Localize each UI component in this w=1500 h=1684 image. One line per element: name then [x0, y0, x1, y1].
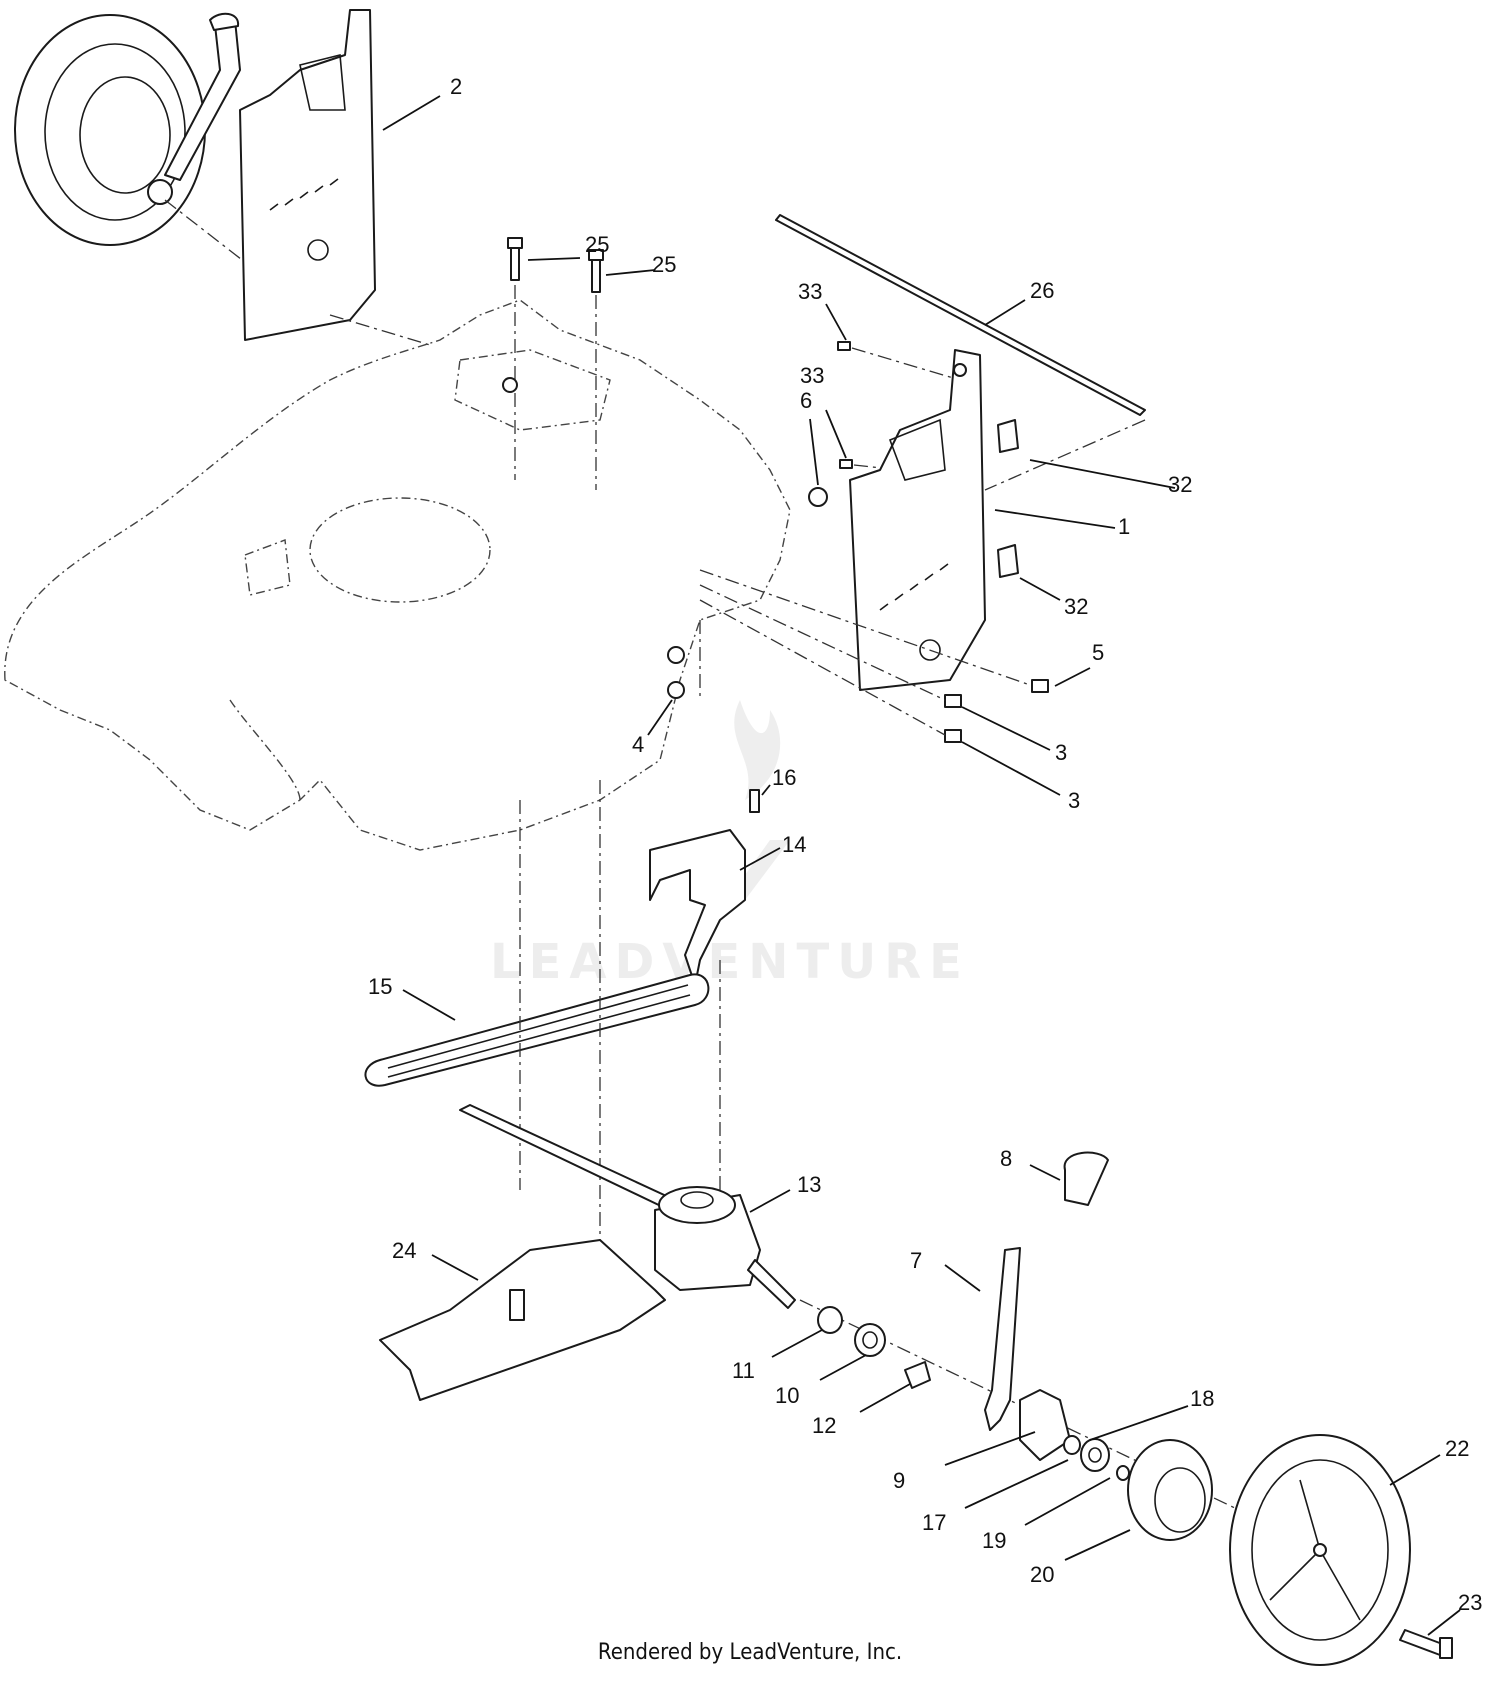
render-credit: Rendered by LeadVenture, Inc.	[597, 1640, 903, 1665]
washer-19	[1116, 1465, 1130, 1481]
height-adjust-rod	[775, 214, 1146, 416]
callout-6: 6	[800, 388, 812, 413]
callout-11: 11	[732, 1358, 755, 1383]
callout-14: 14	[782, 832, 806, 857]
nut	[502, 377, 518, 393]
callout-33-b: 33	[800, 363, 824, 388]
callout-16: 16	[772, 765, 796, 790]
callout-26: 26	[1030, 278, 1054, 303]
washer-17	[1063, 1435, 1081, 1455]
screw-33-b	[839, 459, 853, 469]
axis-line	[329, 314, 431, 346]
mower-deck-outline	[4, 299, 791, 851]
height-adjust-lever-right	[984, 1247, 1021, 1431]
callout-2: 2	[450, 74, 462, 99]
bolt-5	[1031, 679, 1049, 693]
callout-32-a: 32	[1168, 472, 1192, 497]
callout-10: 10	[775, 1383, 799, 1408]
callout-3-a: 3	[1055, 740, 1067, 765]
height-adjust-lever-left	[164, 12, 241, 181]
callout-5: 5	[1092, 640, 1104, 665]
washer-11	[817, 1306, 843, 1334]
screw-16	[749, 789, 760, 813]
callout-24: 24	[392, 1238, 416, 1263]
axis-line	[699, 419, 1146, 736]
nut-6	[808, 487, 828, 507]
pivot-plate	[1019, 1389, 1071, 1461]
callout-numbers: 2 25 25 33 26 33 6 32 1 32 5 4 3 3 16 14…	[368, 74, 1482, 1615]
callout-4: 4	[632, 732, 644, 757]
rear-wheel-left	[14, 14, 206, 246]
callout-32-b: 32	[1064, 594, 1088, 619]
callout-25-b: 25	[652, 252, 676, 277]
callout-13: 13	[797, 1172, 821, 1197]
side-plate-right	[849, 349, 986, 691]
pinion-gear	[1080, 1438, 1110, 1472]
callout-12: 12	[812, 1413, 836, 1438]
callout-18: 18	[1190, 1386, 1214, 1411]
leadventure-watermark: LEADVENTURE	[490, 700, 970, 990]
callout-15: 15	[368, 974, 392, 999]
bushing-12	[904, 1361, 931, 1389]
callout-17: 17	[922, 1510, 946, 1535]
axis-line	[164, 199, 256, 271]
watermark-text: LEADVENTURE	[490, 934, 970, 990]
callout-9: 9	[893, 1468, 905, 1493]
callout-23: 23	[1458, 1590, 1482, 1615]
cap-32-a	[997, 419, 1019, 453]
drive-shaft	[459, 1104, 676, 1209]
callout-leaders	[382, 95, 1461, 1636]
bolt-25-b	[588, 249, 604, 293]
callout-7: 7	[910, 1248, 922, 1273]
callout-33-a: 33	[798, 279, 822, 304]
nut-4-a	[667, 646, 685, 664]
rear-wheel-right	[1229, 1434, 1411, 1666]
drive-belt	[364, 973, 710, 1087]
cap-32-b	[997, 544, 1019, 578]
bolt-3-a	[944, 694, 962, 708]
callout-19: 19	[982, 1528, 1006, 1553]
callout-20: 20	[1030, 1562, 1054, 1587]
wheel-bolt	[1399, 1629, 1453, 1659]
callout-8: 8	[1000, 1146, 1012, 1171]
nut-4-b	[667, 681, 685, 699]
callout-1: 1	[1118, 514, 1130, 539]
side-plate-left	[239, 9, 376, 341]
belt-cover	[379, 1239, 666, 1401]
bolt-3-b	[944, 729, 962, 743]
wheel-hub-gear	[1127, 1439, 1213, 1541]
bolt-25-a	[507, 237, 523, 281]
callout-3-b: 3	[1068, 788, 1080, 813]
belt-guard-bracket	[649, 829, 746, 986]
axis-line	[514, 285, 597, 490]
callout-22: 22	[1445, 1436, 1469, 1461]
screw-33-a	[837, 341, 851, 351]
lever-knob	[1063, 1151, 1109, 1206]
bearing-10	[854, 1323, 886, 1357]
transmission	[654, 1186, 796, 1309]
callout-25-a: 25	[585, 232, 609, 257]
axis-line	[519, 620, 721, 1280]
